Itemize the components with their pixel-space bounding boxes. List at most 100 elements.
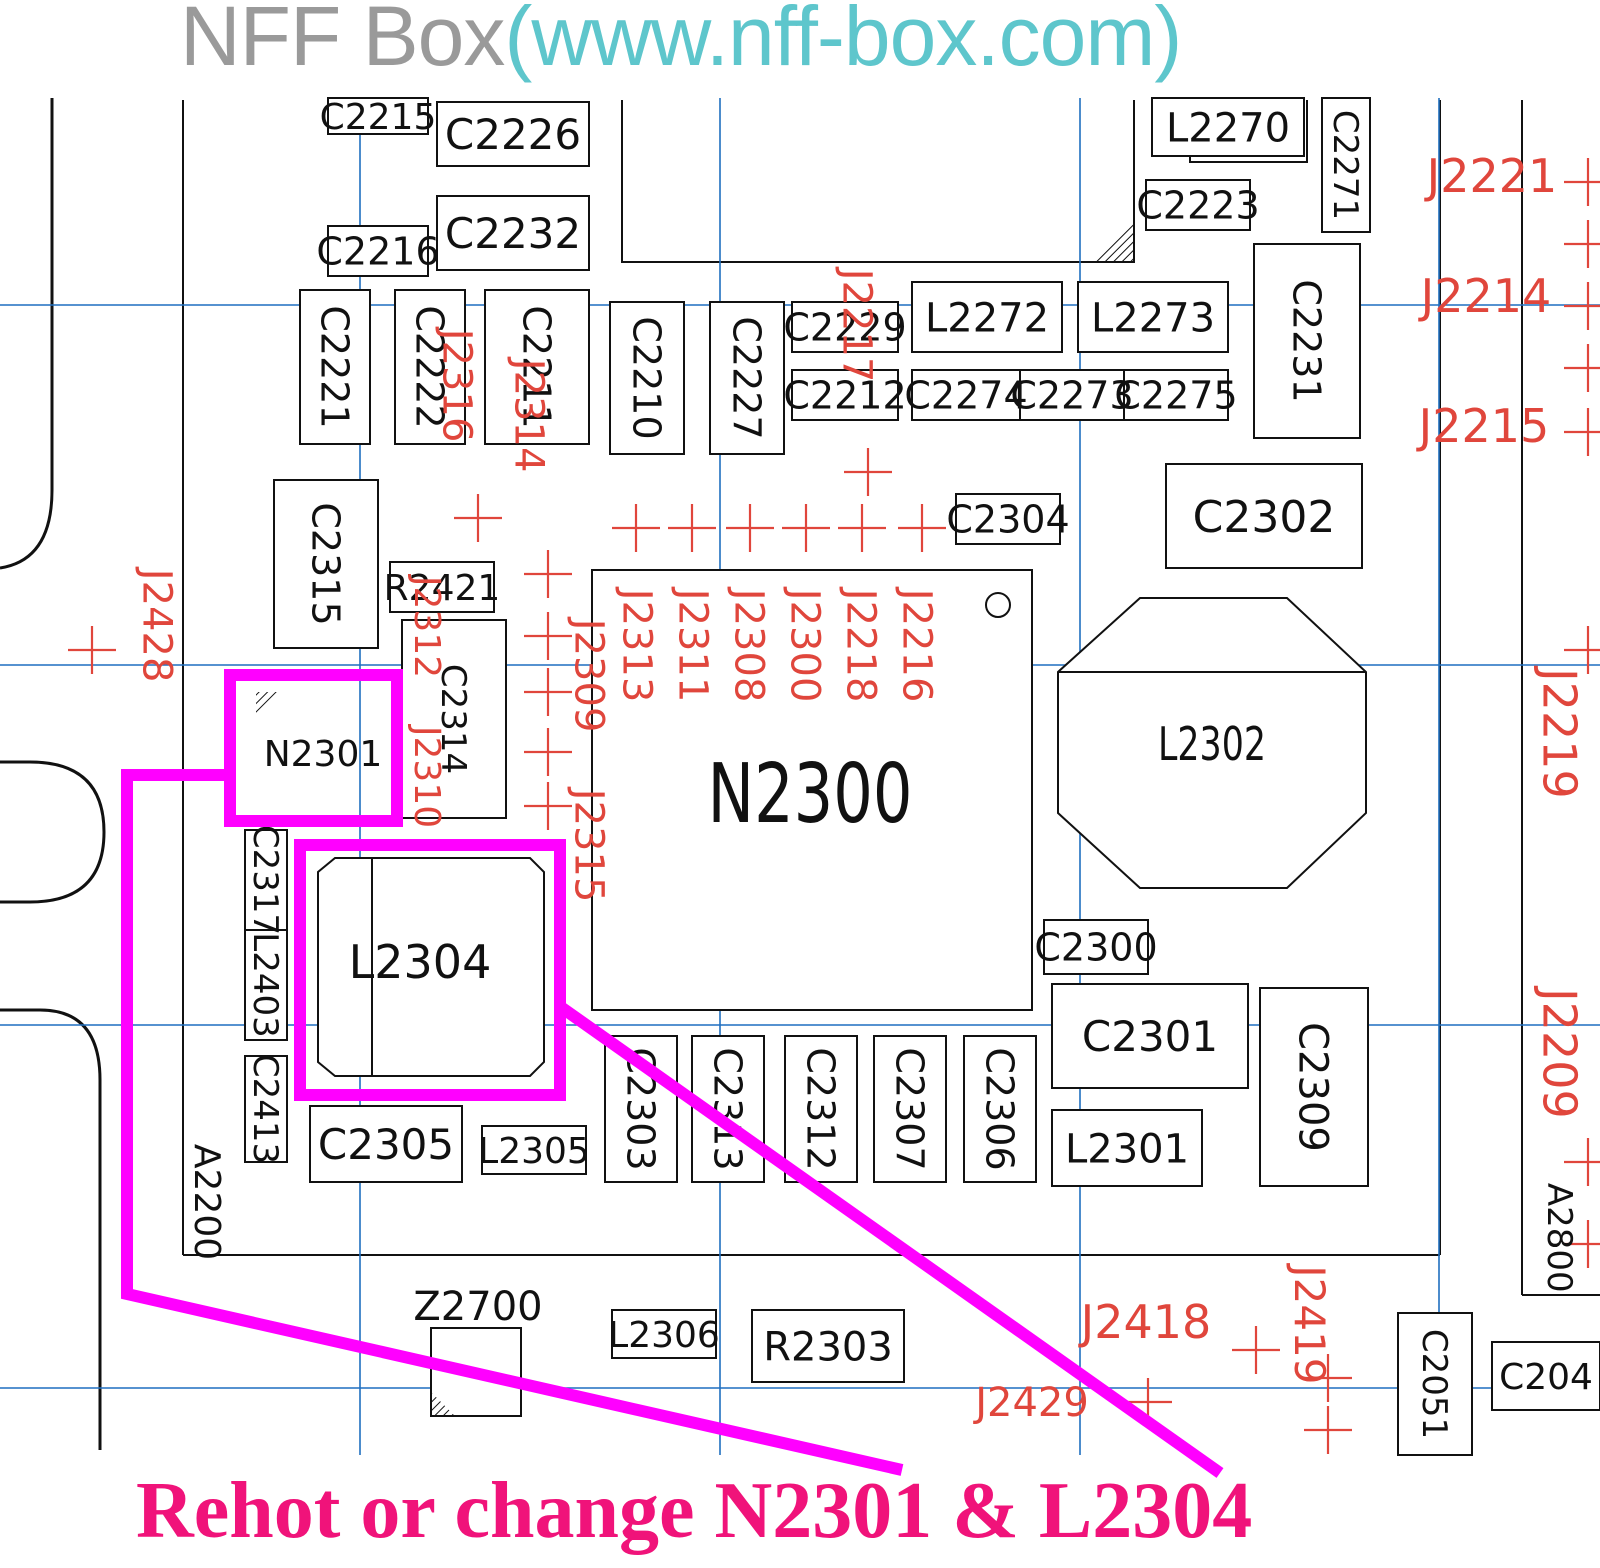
c2212-box [791,369,899,421]
n2300-ic: N2300 [591,569,1033,1011]
c2315-label: C2315 [303,502,347,625]
c2229-box [791,301,899,353]
c2306-box [963,1035,1037,1183]
c2302-label: C2302 [1193,492,1336,543]
l2403-box [244,929,288,1041]
c2307-box [873,1035,947,1183]
c2306-label: C2306 [977,1047,1021,1170]
l2305-box [481,1125,587,1175]
c2301-label: C2301 [1082,1012,1218,1061]
j2300-label: J2300 [782,586,828,703]
l2306-box [611,1309,717,1359]
c2413-label: C2413 [245,1054,285,1164]
l2272-label: L2272 [925,295,1049,341]
c2211-box [484,289,590,445]
c2309-box [1259,987,1369,1187]
c2226-label: C2226 [445,110,581,159]
j2214-label: J2214 [1418,269,1552,323]
c2304-box [955,493,1061,545]
l2272-box [911,281,1063,353]
callout-line-l2304 [554,1000,1224,1478]
c2413-box [244,1055,288,1163]
c2304-label: C2304 [946,498,1069,542]
c2227-box [709,301,785,455]
l2273-box [1077,281,1229,353]
c2040-label: C204 [1499,1357,1593,1398]
watermark-brand: NFF Box [180,0,505,83]
c2051-box [1397,1312,1473,1456]
c2274-box [911,369,1021,421]
c2215-box [327,97,429,135]
c2211-label: C2211 [514,305,558,428]
highlight-box-n2301 [224,669,403,827]
watermark-url: (www.nff-box.com) [504,0,1182,83]
c2229-label: C2229 [783,306,906,350]
c2273-label: C2273 [1010,374,1133,418]
c2232-box [436,195,590,271]
n2301-pin1-mark [256,692,278,714]
j2315-label: J2315 [566,786,612,903]
c2215-label: C2215 [320,97,437,138]
j2217-label: J2217 [834,266,880,383]
hatch-corner-mark [1090,218,1134,262]
l2306-label: L2306 [608,1315,720,1356]
l2304-label: L2304 [349,935,492,989]
watermark: NFF Box(www.nff-box.com) [180,0,1182,85]
r2421-box [389,561,495,613]
j2316-label: J2316 [434,326,480,443]
c2210-box [609,301,685,455]
j2312-label: J2312 [406,574,447,678]
highlight-overlay [121,669,1224,1478]
highlight-box-l2304 [294,839,566,1101]
c2312-label: C2312 [798,1047,842,1170]
c2305-box [309,1105,463,1183]
j2218-label: J2218 [838,586,884,703]
c2275-box [1123,369,1229,421]
c2301-box [1051,983,1249,1089]
c2231-box [1253,243,1361,439]
r2421-label: R2421 [384,568,501,609]
repair-instruction-caption: Rehot or change N2301 & L2304 [136,1467,1253,1555]
c2223-box [1145,179,1251,231]
l2273-label: L2273 [1091,295,1215,341]
j2219-label: J2219 [1532,665,1586,799]
c2216-label: C2216 [316,230,439,274]
l2302-inductor: L2302 [1057,597,1367,889]
c2226-box [436,101,590,167]
c2300-box [1043,919,1149,975]
j2221-label: J2221 [1424,149,1558,203]
a2800-label: A2800 [1539,1183,1579,1293]
c2051-label: C2051 [1414,1329,1454,1439]
c2222-label: C2222 [407,305,451,428]
j2311-label: J2311 [670,586,716,703]
c2222-box [394,289,466,445]
c2309-label: C2309 [1290,1022,1336,1152]
r2303-label: R2303 [763,1324,893,1370]
l2305-label: L2305 [478,1131,590,1172]
c2221-box [299,289,371,445]
j2215-label: J2215 [1416,399,1550,453]
c2275-label: C2275 [1114,374,1237,418]
c2231-label: C2231 [1284,279,1328,402]
c2221-label: C2221 [312,305,356,428]
j2418-label: J2418 [1078,1295,1212,1349]
c2307-label: C2307 [887,1047,931,1170]
c2223-label: C2223 [1136,184,1259,228]
l2301-box [1051,1109,1203,1187]
l2270-box [1151,97,1305,157]
c2227-label: C2227 [724,316,768,439]
a2200-outline [182,100,1600,1296]
z2700-label: Z2700 [413,1284,542,1330]
j2216-label: J2216 [894,586,940,703]
j2428-label: J2428 [134,566,180,683]
c2302-box [1165,463,1363,569]
j2313-label: J2313 [614,586,660,703]
j2429-label: J2429 [972,1380,1089,1426]
j2209-label: J2209 [1532,985,1586,1119]
c2271-box [1321,97,1371,233]
l2270-label: L2270 [1166,105,1290,151]
l2304-inductor [317,857,545,1077]
a2200-label: A2200 [186,1144,227,1260]
